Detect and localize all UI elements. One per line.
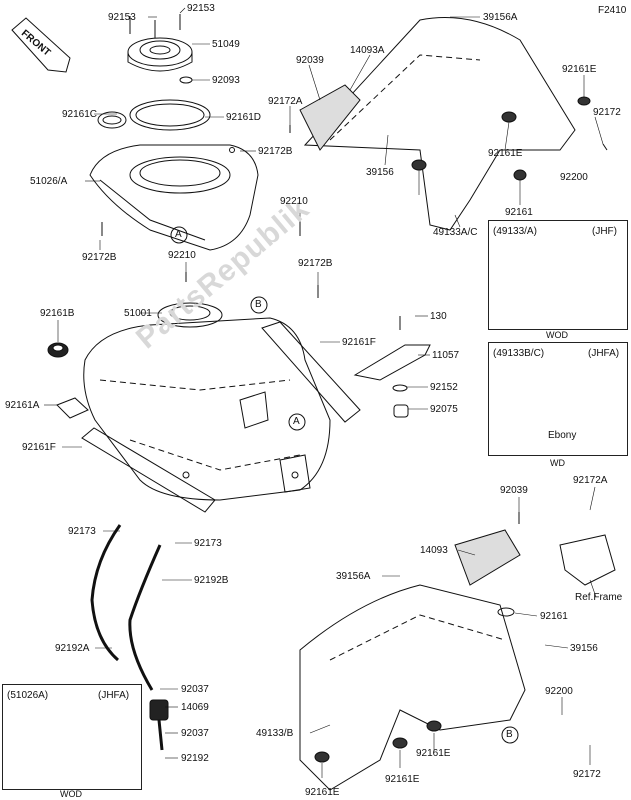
frame-ref-icon xyxy=(559,534,616,586)
diagram-code: F2410 xyxy=(598,5,627,16)
gasket-ring-icon xyxy=(129,99,211,131)
inset-jhfa xyxy=(488,342,628,456)
damper-icon xyxy=(393,404,409,418)
front-cowl-icon xyxy=(299,17,576,231)
tank-cover-icon xyxy=(89,144,259,251)
part-label[interactable]: 92192 xyxy=(181,753,209,764)
inset-jhf-variant: (JHF) xyxy=(592,226,617,237)
inset-jhfa-note: Ebony xyxy=(548,430,577,441)
callout-a-icon xyxy=(170,226,188,244)
part-label[interactable]: Ref.Frame xyxy=(575,592,623,603)
inset-jhf-part: (49133/A) xyxy=(493,226,537,237)
part-label[interactable]: 92173 xyxy=(68,526,96,537)
part-label[interactable]: 92172 xyxy=(573,769,601,780)
inset-tank-part: (51026A) xyxy=(7,690,49,701)
part-label[interactable]: 92152 xyxy=(430,382,458,393)
callout-a: A xyxy=(175,229,182,240)
inset-jhfa-part: (49133B/C) xyxy=(493,348,545,359)
part-label[interactable]: 49133A/C xyxy=(433,227,478,238)
grommet-icon xyxy=(47,342,69,358)
rubber-pad-icon xyxy=(81,427,216,513)
inset-tank-caption: WOD xyxy=(60,789,82,799)
part-label[interactable]: 92161E xyxy=(305,787,340,798)
callout-b-icon xyxy=(501,726,519,744)
hose-icon xyxy=(128,544,162,691)
part-label[interactable]: 92161B xyxy=(40,308,75,319)
part-label[interactable]: 92172B xyxy=(258,146,293,157)
part-label[interactable]: 92192A xyxy=(55,643,90,654)
inset-tank-variant: (JHFA) xyxy=(98,690,130,701)
inset-jhf xyxy=(488,220,628,330)
callout-a-icon xyxy=(288,413,306,431)
part-label[interactable]: 39156 xyxy=(570,643,598,654)
front-arrow-icon xyxy=(11,17,71,73)
part-label[interactable]: 14093 xyxy=(420,545,448,556)
part-label[interactable]: 92039 xyxy=(500,485,528,496)
part-label[interactable]: 130 xyxy=(430,311,447,322)
callout-b-icon xyxy=(250,296,268,314)
fuel-cap-icon xyxy=(127,14,193,72)
part-label[interactable]: 92161 xyxy=(505,207,533,218)
seal-ring-icon xyxy=(97,111,127,129)
hose-icon xyxy=(90,524,122,662)
pad-icon xyxy=(56,397,89,419)
inset-jhf-caption: WOD xyxy=(546,330,568,340)
bracket-icon xyxy=(353,344,431,381)
callout-b: B xyxy=(506,729,513,740)
o-ring-icon xyxy=(179,76,193,84)
part-label[interactable]: 14093A xyxy=(350,45,385,56)
part-label[interactable]: 92161E xyxy=(416,748,451,759)
part-label[interactable]: 92210 xyxy=(280,196,308,207)
part-label[interactable]: 92161F xyxy=(342,337,376,348)
part-label[interactable]: 39156A xyxy=(483,12,518,23)
inset-jhfa-caption: WD xyxy=(550,458,565,468)
part-label[interactable]: 92161F xyxy=(22,442,56,453)
part-label[interactable]: 92161E xyxy=(385,774,420,785)
washer-icon xyxy=(392,384,408,392)
lower-cowl-icon xyxy=(299,529,526,791)
part-label[interactable]: 92172 xyxy=(593,107,621,118)
part-label[interactable]: 14069 xyxy=(181,702,209,713)
filter-icon xyxy=(149,699,169,751)
part-label[interactable]: 92200 xyxy=(560,172,588,183)
part-label[interactable]: 92172B xyxy=(82,252,117,263)
washer-icon xyxy=(497,607,515,617)
bolt-icon xyxy=(101,16,608,524)
grommet-icon xyxy=(501,111,517,123)
part-label[interactable]: 51026/A xyxy=(30,176,68,187)
part-label[interactable]: 92172B xyxy=(298,258,333,269)
part-label[interactable]: 49133/B xyxy=(256,728,294,739)
rubber-pad-icon xyxy=(261,321,361,423)
part-label[interactable]: 92037 xyxy=(181,728,209,739)
part-label[interactable]: 92192B xyxy=(194,575,229,586)
part-label[interactable]: 51001 xyxy=(124,308,152,319)
part-label[interactable]: 92037 xyxy=(181,684,209,695)
callout-a: A xyxy=(293,416,300,427)
part-label[interactable]: 92172A xyxy=(573,475,608,486)
part-label[interactable]: 92161A xyxy=(5,400,40,411)
inset-jhfa-variant: (JHFA) xyxy=(588,348,620,359)
part-label[interactable]: 92173 xyxy=(194,538,222,549)
part-label[interactable]: 51049 xyxy=(212,39,240,50)
part-label[interactable]: 92153 xyxy=(108,12,136,23)
part-label[interactable]: 92039 xyxy=(296,55,324,66)
part-label[interactable]: 92200 xyxy=(545,686,573,697)
part-label[interactable]: 11057 xyxy=(432,350,460,361)
part-label[interactable]: 92210 xyxy=(168,250,196,261)
fuel-tank-icon xyxy=(83,302,331,501)
part-label[interactable]: 92161 xyxy=(540,611,568,622)
part-label[interactable]: 92075 xyxy=(430,404,458,415)
part-label[interactable]: 92161C xyxy=(62,109,98,120)
part-label[interactable]: 92161E xyxy=(562,64,597,75)
inset-tank xyxy=(2,684,142,790)
part-label[interactable]: 39156A xyxy=(336,571,371,582)
part-label[interactable]: 92161D xyxy=(226,112,262,123)
part-label[interactable]: 39156 xyxy=(366,167,394,178)
part-label[interactable]: 92161E xyxy=(488,148,523,159)
part-label[interactable]: 92153 xyxy=(187,3,215,14)
part-label[interactable]: 92172A xyxy=(268,96,303,107)
callout-b: B xyxy=(255,299,262,310)
part-label[interactable]: 92093 xyxy=(212,75,240,86)
